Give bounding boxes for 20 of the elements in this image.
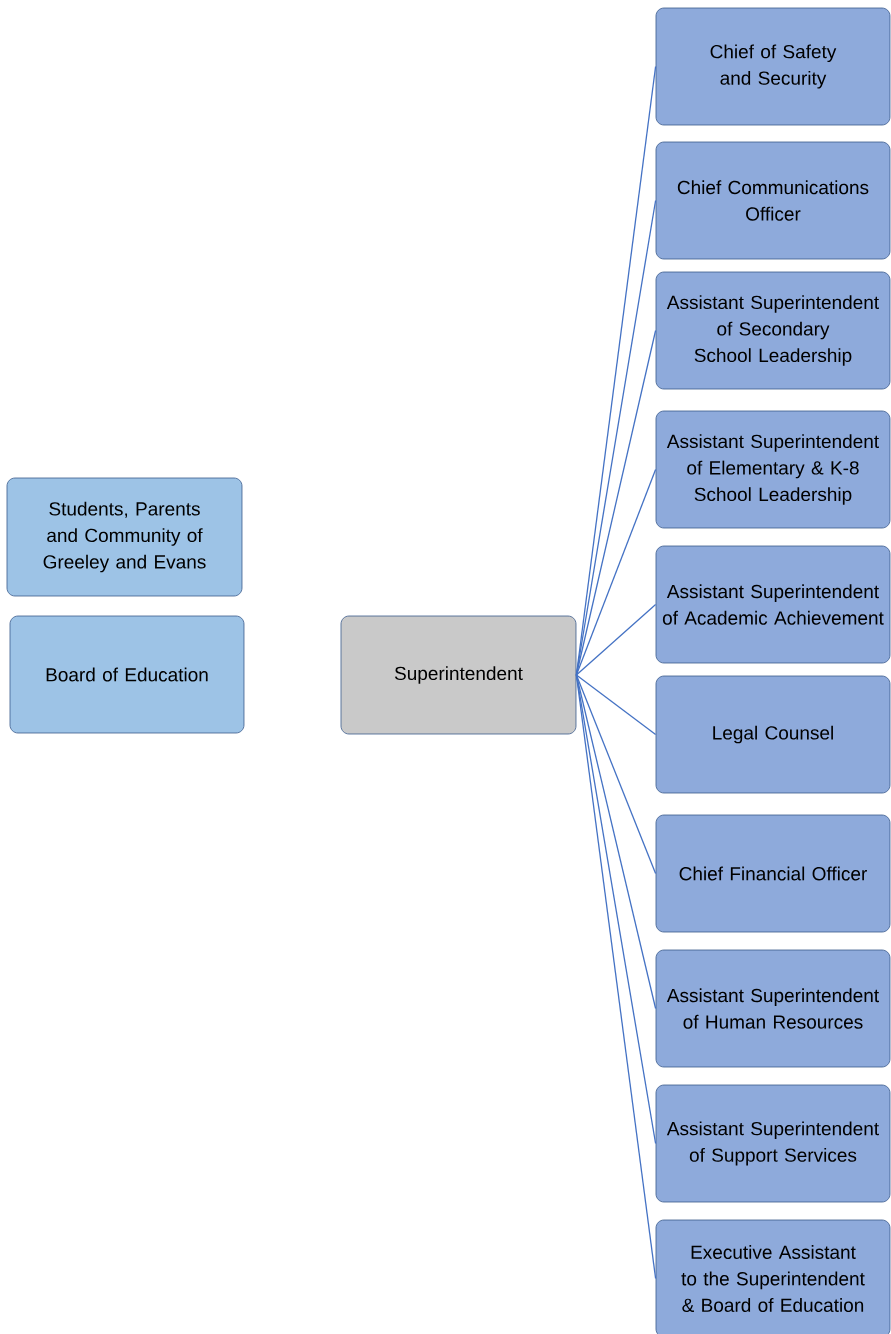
role-box: Assistant Superintendent of Academic Achievement — [655, 545, 891, 664]
connector-line — [575, 674, 657, 736]
connector-line — [575, 674, 657, 875]
role-box: Assistant Superintendent of Elementary & K-8 School Leadership — [655, 410, 891, 529]
role-box: Chief of Safety and Security — [655, 7, 891, 126]
role-box: Legal Counsel — [655, 675, 891, 794]
role-box: Assistant Superintendent of Human Resources — [655, 949, 891, 1068]
role-box: Executive Assistant to the Superintendent & Board of Education — [655, 1219, 891, 1334]
connector-line — [575, 603, 657, 676]
role-box: Chief Communications Officer — [655, 141, 891, 260]
role-box: Assistant Superintendent of Secondary School Leadership — [655, 271, 891, 390]
role-box: Superintendent — [340, 615, 577, 735]
role-box: Assistant Superintendent of Support Services — [655, 1084, 891, 1203]
connector-line — [575, 674, 657, 1010]
connector-line — [575, 468, 657, 676]
role-box: Chief Financial Officer — [655, 814, 891, 933]
group-box: Board of Education — [9, 615, 245, 734]
connector-line — [575, 329, 657, 676]
connector-line — [575, 674, 657, 1280]
group-box: Students, Parents and Community of Greeley and Evans — [6, 477, 243, 597]
